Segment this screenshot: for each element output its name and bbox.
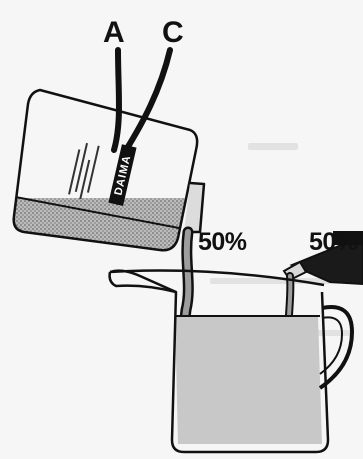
- right-percent-label: 50%: [309, 228, 358, 256]
- jug-liquid: [175, 316, 322, 444]
- callout-c-label: C: [162, 16, 184, 49]
- callout-a-label: A: [103, 16, 125, 49]
- bottle-fine-print: [68, 142, 100, 201]
- callout-lines: [114, 50, 170, 150]
- left-percent-label: 50%: [198, 228, 247, 256]
- measuring-jug: [110, 271, 352, 452]
